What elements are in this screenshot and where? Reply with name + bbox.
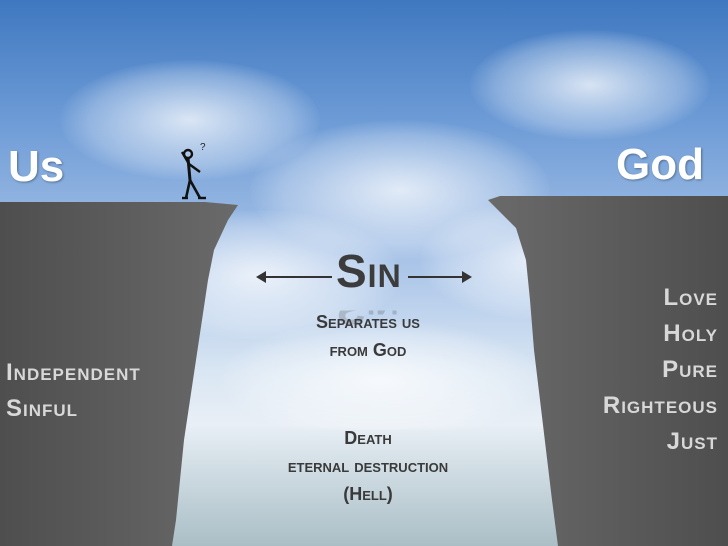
sin-line-1: Separates us <box>316 312 420 332</box>
right-arrow-icon <box>408 271 472 283</box>
left-arrow-icon <box>256 271 332 283</box>
question-mark-icon: ? <box>200 142 206 153</box>
sin-line-3: Death <box>344 428 392 448</box>
god-trait: Righteous <box>602 392 718 419</box>
god-trait: Pure <box>662 356 718 383</box>
god-trait: Holy <box>663 320 718 347</box>
god-traits: Love Holy Pure Righteous Just <box>603 280 718 460</box>
right-cliff <box>488 196 728 546</box>
us-traits: Independent Sinful <box>6 355 141 427</box>
us-trait: Independent <box>6 359 141 386</box>
cloud <box>470 30 710 140</box>
sin-line-4: eternal destruction <box>287 456 449 476</box>
cloud <box>220 320 540 440</box>
god-trait: Love <box>663 284 718 311</box>
god-trait: Just <box>666 428 718 455</box>
god-title: God <box>616 140 704 189</box>
sin-line-2: from God <box>329 340 407 360</box>
thinking-person-icon: ? <box>180 142 206 200</box>
us-title: Us <box>8 142 65 191</box>
sin-line-5: (Hell) <box>343 484 393 504</box>
sin-title: Sin <box>336 245 402 297</box>
left-cliff <box>0 202 238 546</box>
us-trait: Sinful <box>6 395 79 422</box>
